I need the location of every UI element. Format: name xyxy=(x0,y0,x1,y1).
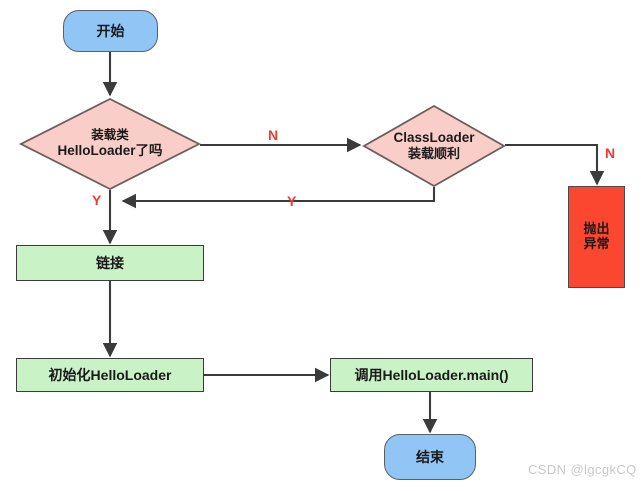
decision-classloader-shape xyxy=(362,104,506,188)
csdn-watermark: CSDN @lgcgkCQ xyxy=(528,462,637,477)
node-call-main[interactable]: 调用HelloLoader.main() xyxy=(330,358,533,392)
branch-label-loaded-yes: Y xyxy=(92,192,102,208)
edge-classloader-no-to-exception xyxy=(505,143,605,186)
node-end-label: 结束 xyxy=(416,448,444,465)
node-throw-exception[interactable]: 抛出 异常 xyxy=(568,186,625,288)
node-start[interactable]: 开始 xyxy=(63,10,158,52)
branch-label-classloader-no: N xyxy=(605,145,616,161)
node-end[interactable]: 结束 xyxy=(384,434,476,480)
throw-exception-line2: 异常 xyxy=(583,236,610,251)
throw-exception-line1: 抛出 xyxy=(583,221,610,237)
node-decision-classloader-ok[interactable]: ClassLoader 装载顺利 xyxy=(362,104,506,188)
node-call-main-label: 调用HelloLoader.main() xyxy=(354,366,509,383)
node-decision-class-loaded[interactable]: 装载类 HelloLoader了吗 xyxy=(19,97,201,191)
node-link-label: 链接 xyxy=(96,254,124,271)
edge-classloader-yes-to-trunk xyxy=(121,187,436,209)
node-start-label: 开始 xyxy=(96,22,125,39)
node-init-helloloader[interactable]: 初始化HelloLoader xyxy=(16,358,204,392)
branch-label-classloader-yes: Y xyxy=(287,193,297,209)
node-link[interactable]: 链接 xyxy=(16,245,204,281)
decision-loaded-shape xyxy=(19,97,201,191)
node-init-label: 初始化HelloLoader xyxy=(48,366,172,383)
branch-label-loaded-no: N xyxy=(268,127,279,143)
